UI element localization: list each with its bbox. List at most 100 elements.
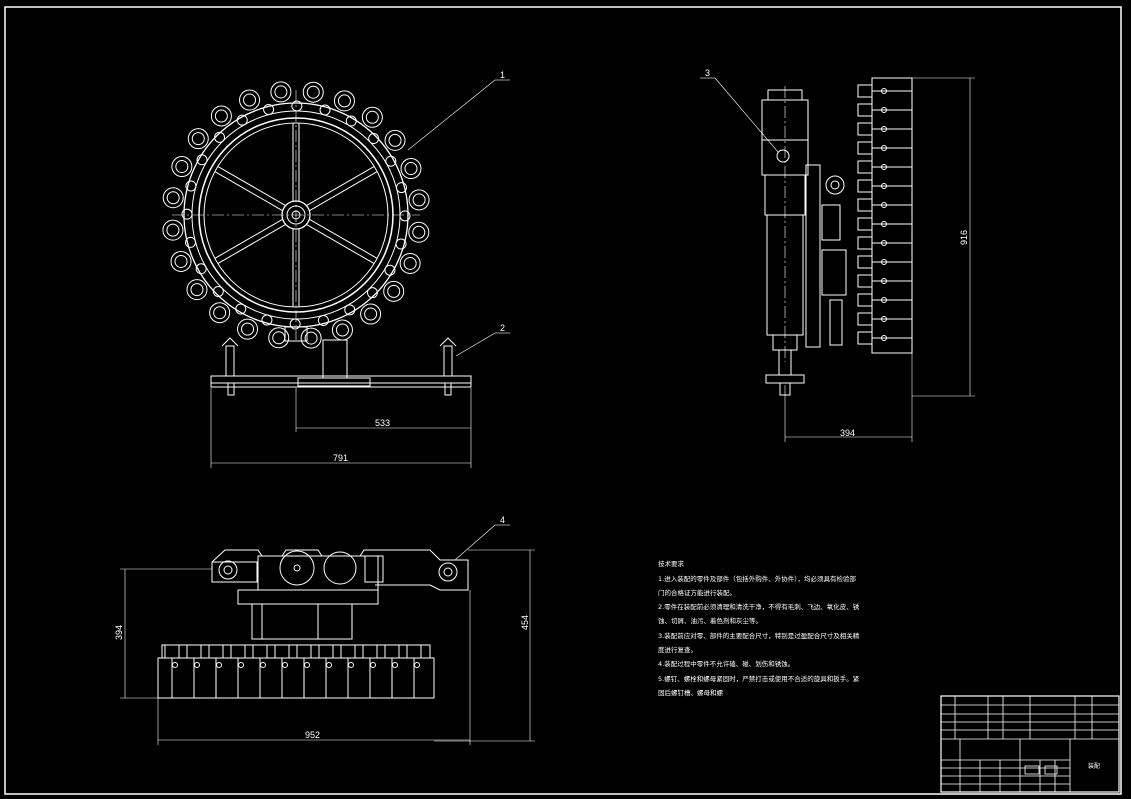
- drawing-border: [4, 6, 1122, 795]
- top-dim-394: 394: [114, 625, 124, 640]
- wheel-spoke: [217, 224, 286, 265]
- tool-pocket: [237, 318, 259, 340]
- pocket-roller: [185, 180, 197, 192]
- pocket-roller: [319, 104, 331, 116]
- tool-pocket: [187, 128, 209, 150]
- tool-pocket-inner: [213, 306, 227, 320]
- balloon-4: 4: [500, 515, 505, 525]
- top-pocket-pin: [348, 662, 354, 668]
- tool-pocket: [162, 187, 184, 209]
- side-view: [700, 77, 975, 442]
- top-pocket-pin: [282, 662, 288, 668]
- side-pocket-pin: [881, 297, 887, 303]
- notes-line-2: 门的合格证方能进行装配。: [658, 588, 736, 597]
- tool-pocket: [268, 327, 290, 349]
- wheel-spoke: [214, 171, 283, 212]
- tool-pocket: [270, 81, 292, 103]
- pocket-roller: [289, 318, 301, 330]
- pocket-roller: [345, 115, 357, 127]
- pocket-roller: [181, 208, 193, 220]
- tool-pocket: [302, 81, 324, 103]
- pocket-roller: [396, 182, 408, 194]
- top-pocket-pin: [216, 662, 222, 668]
- top-pocket-pin: [370, 662, 376, 668]
- top-pocket-pin: [260, 662, 266, 668]
- tool-pocket: [361, 106, 383, 128]
- side-pocket-pin: [881, 240, 887, 246]
- tool-pocket-inner: [403, 256, 417, 270]
- wheel-spoke: [217, 165, 286, 206]
- wheel-spoke: [309, 218, 378, 259]
- tool-pocket: [400, 158, 422, 180]
- tool-pocket: [383, 280, 405, 302]
- notes-line-1: 1.进入装配的零件及部件（包括外购件、外协件），均必须具有检验部: [658, 574, 856, 583]
- tool-pocket: [210, 105, 232, 127]
- pocket-roller: [366, 287, 378, 299]
- title-block-label: 装配: [1088, 762, 1100, 770]
- top-dim-952: 952: [305, 730, 320, 740]
- notes-line-6: 度进行复查。: [658, 645, 697, 654]
- tool-pocket: [171, 156, 193, 178]
- pocket-roller: [317, 315, 329, 327]
- wheel-spoke: [309, 171, 378, 212]
- notes-line-3: 2.零件在装配前必须清理和清洗干净，不得有毛刺、飞边、氧化皮、锈: [658, 602, 860, 611]
- side-pocket-pin: [881, 145, 887, 151]
- top-pocket-pin: [238, 662, 244, 668]
- tool-pocket: [239, 89, 261, 111]
- wheel-spoke: [214, 218, 283, 259]
- pocket-roller: [263, 103, 275, 115]
- tool-pocket: [186, 279, 208, 301]
- pocket-roller: [291, 100, 303, 112]
- tool-pocket-inner: [364, 307, 378, 321]
- tool-pocket: [408, 189, 430, 211]
- balloon-2: 2: [500, 323, 505, 333]
- pocket-roller: [384, 264, 396, 276]
- pocket-roller: [214, 131, 226, 143]
- side-pocket-pin: [881, 164, 887, 170]
- tool-pocket-inner: [387, 284, 401, 298]
- tool-pocket-inner: [388, 133, 402, 147]
- pocket-roller: [395, 238, 407, 250]
- tool-pocket-inner: [214, 109, 228, 123]
- pocket-roller: [196, 154, 208, 166]
- front-dim-791: 791: [333, 453, 348, 463]
- pocket-roller: [184, 236, 196, 248]
- notes-line-4: 蚀、切屑、油污、着色剂和灰尘等。: [658, 616, 762, 625]
- notes-line-5: 3.装配前应对零、部件的主要配合尺寸，特别是过盈配合尺寸及相关精: [658, 631, 860, 640]
- tool-pocket-inner: [365, 110, 379, 124]
- technical-notes: 技术要求 1.进入装配的零件及部件（包括外购件、外协件），均必须具有检验部 门的…: [658, 559, 860, 697]
- pocket-roller: [212, 285, 224, 297]
- side-dim-394: 394: [840, 428, 855, 438]
- top-pocket-pin: [194, 662, 200, 668]
- tool-pocket-inner: [306, 85, 320, 99]
- top-dim-454: 454: [520, 615, 530, 630]
- balloon-3: 3: [705, 68, 710, 78]
- front-dim-533: 533: [375, 418, 390, 428]
- pocket-roller: [368, 133, 380, 145]
- tool-pocket-inner: [404, 162, 418, 176]
- top-pocket-pin: [172, 662, 178, 668]
- pocket-roller: [195, 263, 207, 275]
- tool-pocket-inner: [335, 323, 349, 337]
- side-pocket-pin: [881, 316, 887, 322]
- wheel-spoke: [306, 224, 375, 265]
- balloon-1: 1: [500, 70, 505, 80]
- tool-pocket-inner: [174, 254, 188, 268]
- tool-pocket-inner: [274, 85, 288, 99]
- tool-pocket-inner: [412, 225, 426, 239]
- pocket-roller: [235, 303, 247, 315]
- top-pocket-pin: [304, 662, 310, 668]
- tool-pocket-inner: [166, 223, 180, 237]
- tool-pocket: [384, 129, 406, 151]
- side-pocket-pin: [881, 259, 887, 265]
- top-pocket-pin: [414, 662, 420, 668]
- tool-pocket: [170, 250, 192, 272]
- side-dim-916: 916: [959, 230, 969, 245]
- tool-pocket-inner: [304, 331, 318, 345]
- tool-pocket: [333, 90, 355, 112]
- side-pocket-pin: [881, 202, 887, 208]
- tool-pocket: [399, 252, 421, 274]
- front-view: [162, 79, 510, 468]
- side-pocket-pin: [881, 183, 887, 189]
